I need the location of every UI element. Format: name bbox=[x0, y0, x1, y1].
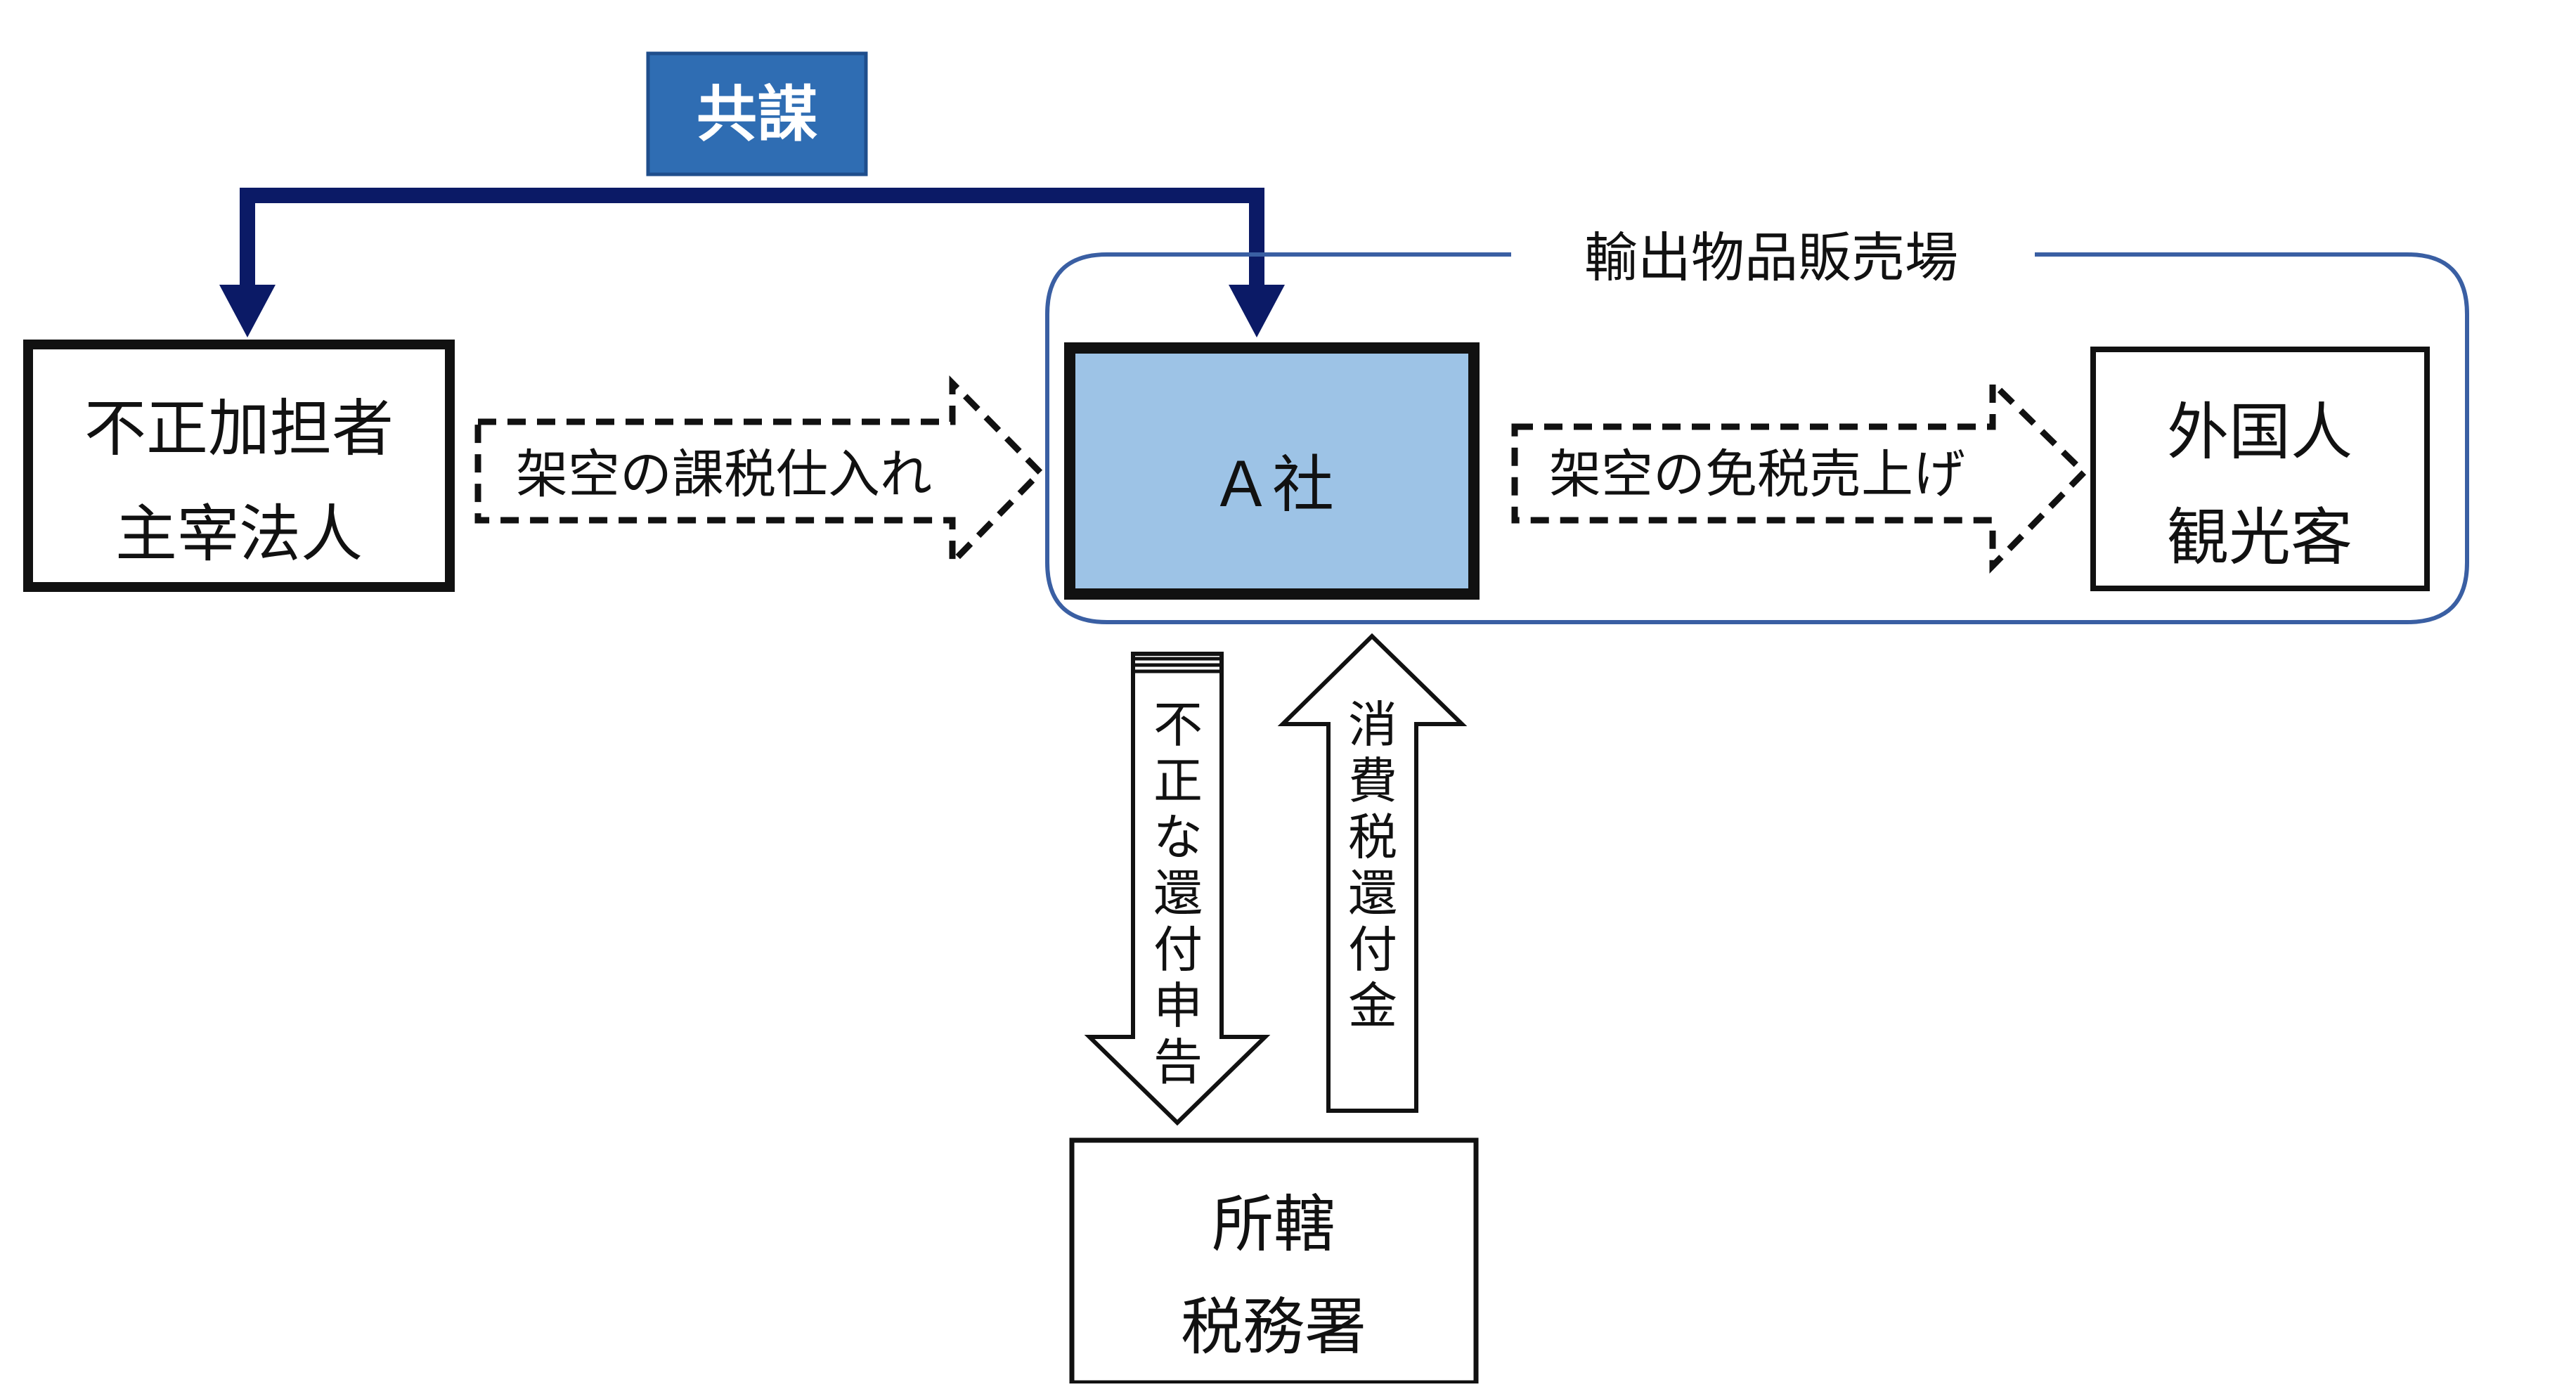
vertical-char: 消 bbox=[1348, 696, 1397, 754]
company-a-box bbox=[1064, 342, 1480, 600]
vertical-char: 還 bbox=[1348, 865, 1397, 922]
company-a-node: Ａ社 bbox=[1064, 342, 1480, 600]
vertical-char: 付 bbox=[1348, 921, 1397, 979]
arrowhead-down-right bbox=[1229, 285, 1285, 337]
tax-office-line1: 所轄 bbox=[1212, 1188, 1335, 1260]
arrowhead-down-left bbox=[219, 285, 276, 337]
foreign-tourist-line2: 観光客 bbox=[2167, 501, 2352, 574]
improper-refund-arrow-shape bbox=[1084, 652, 1271, 1126]
foreign-tourist-node: 外国人 観光客 bbox=[2090, 347, 2430, 591]
vertical-char: な bbox=[1153, 808, 1203, 866]
export-area-label: 輸出物品販売場 bbox=[1584, 226, 1958, 289]
tax-office-line2: 税務署 bbox=[1181, 1291, 1366, 1363]
vertical-char: 税 bbox=[1348, 808, 1397, 866]
export-area-border bbox=[1045, 252, 2469, 624]
tax-office-node: 所轄 税務署 bbox=[1069, 1137, 1479, 1386]
fake-sales-arrow: 架空の免税売上げ bbox=[1511, 375, 2089, 574]
fake-purchase-arrow-shape bbox=[474, 375, 1045, 571]
vertical-char: 金 bbox=[1348, 977, 1397, 1035]
vertical-char: 正 bbox=[1153, 752, 1203, 810]
fraud-corp-line2: 主宰法人 bbox=[115, 498, 363, 570]
fraud-corp-node: 不正加担者 主宰法人 bbox=[23, 340, 455, 592]
vertical-char: 申 bbox=[1153, 977, 1203, 1035]
tax-office-box bbox=[1069, 1137, 1479, 1386]
export-area: 輸出物品販売場 bbox=[1045, 226, 2469, 624]
collusion-line bbox=[240, 188, 1264, 288]
fake-sales-label: 架空の免税売上げ bbox=[1549, 444, 1965, 505]
collusion-box bbox=[646, 51, 868, 176]
vertical-char: 付 bbox=[1153, 921, 1203, 979]
vertical-char: 不 bbox=[1153, 696, 1203, 754]
foreign-tourist-box bbox=[2090, 347, 2430, 591]
fake-purchase-label: 架空の課税仕入れ bbox=[516, 444, 932, 505]
collusion-label: 共謀 bbox=[697, 79, 817, 150]
fraud-corp-box bbox=[23, 340, 455, 592]
fake-sales-arrow-shape bbox=[1511, 375, 2089, 574]
collusion-connector bbox=[219, 188, 1285, 337]
vertical-char: 告 bbox=[1153, 1033, 1203, 1091]
vertical-char: 還 bbox=[1153, 865, 1203, 922]
vertical-char: 費 bbox=[1348, 752, 1397, 810]
company-a-label: Ａ社 bbox=[1210, 449, 1334, 521]
foreign-tourist-line1: 外国人 bbox=[2167, 396, 2352, 468]
fake-purchase-arrow: 架空の課税仕入れ bbox=[474, 375, 1045, 571]
collusion-badge: 共謀 bbox=[646, 51, 868, 176]
fraud-corp-line1: 不正加担者 bbox=[84, 392, 394, 465]
tax-refund-arrow-shape bbox=[1277, 633, 1468, 1113]
